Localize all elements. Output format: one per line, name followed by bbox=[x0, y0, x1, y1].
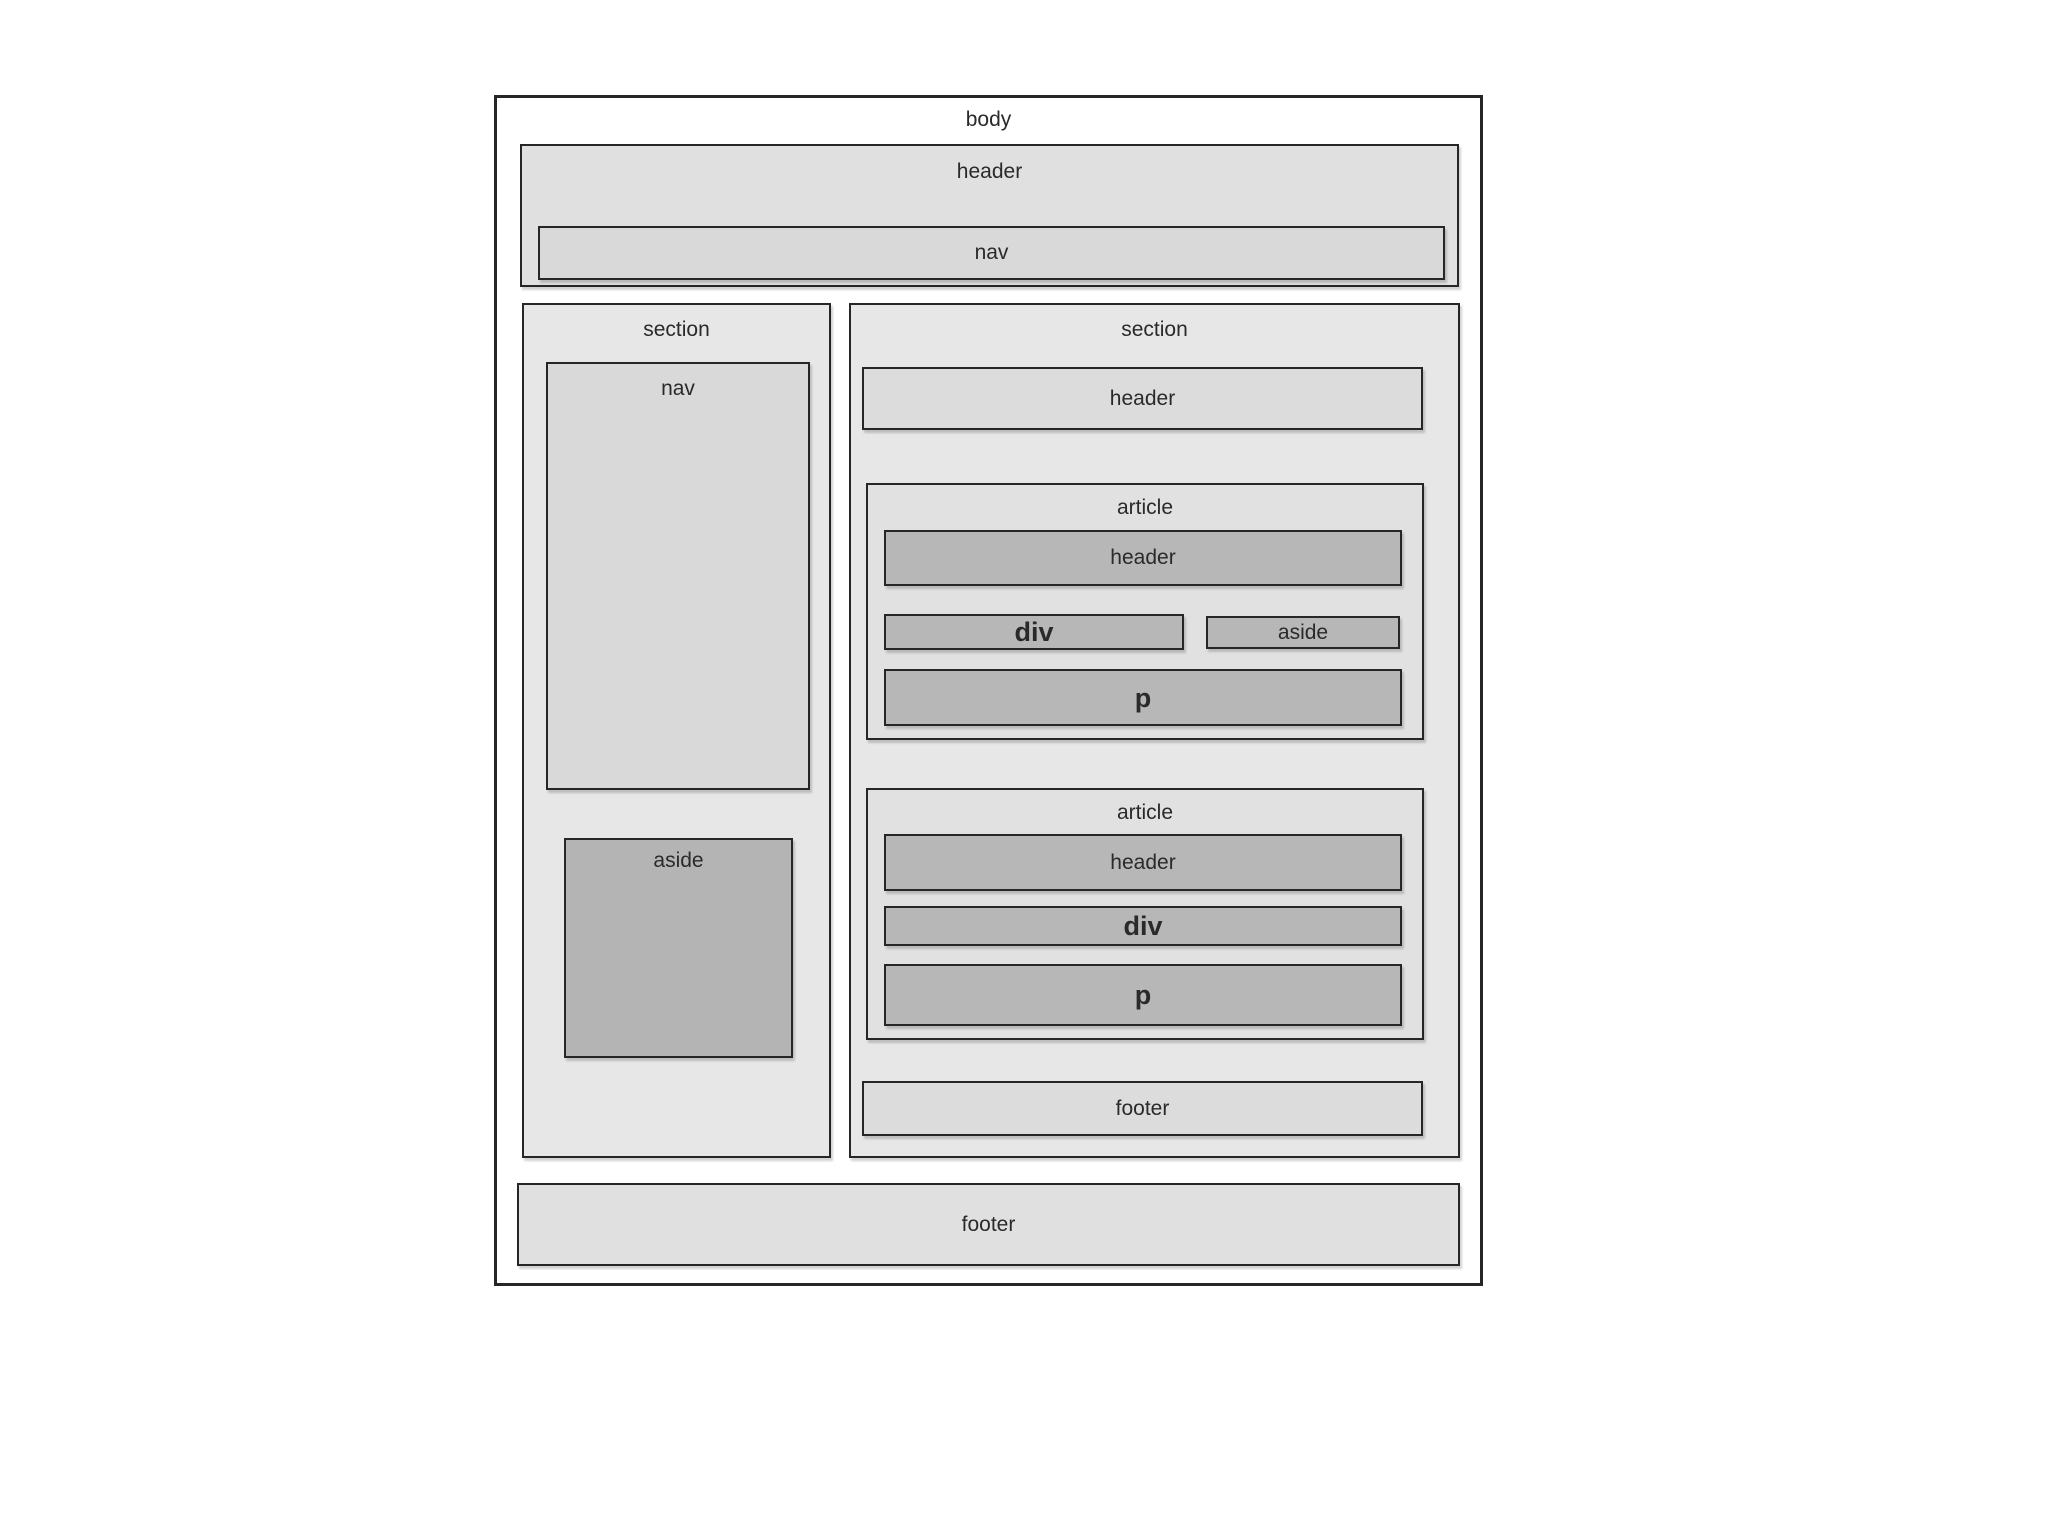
article-1-div-label: div bbox=[1014, 617, 1054, 647]
article-1-label: article bbox=[1116, 496, 1174, 519]
article-1-p-label: p bbox=[1134, 682, 1152, 713]
right-section-header-box: header bbox=[862, 367, 1423, 430]
article-1-aside-box: aside bbox=[1206, 616, 1400, 649]
left-section-label: section bbox=[643, 318, 710, 341]
article-2-p-box: p bbox=[884, 964, 1402, 1026]
left-section-nav-label: nav bbox=[661, 377, 695, 400]
article-1-div-box: div bbox=[884, 614, 1184, 650]
right-section-footer-label: footer bbox=[1115, 1096, 1170, 1120]
page-header-nav-box: nav bbox=[538, 226, 1445, 280]
body-label: body bbox=[965, 108, 1012, 131]
article-1-p-box: p bbox=[884, 669, 1402, 726]
article-2-p-label: p bbox=[1134, 980, 1152, 1010]
article-1-header-box: header bbox=[884, 530, 1402, 586]
article-1-header-label: header bbox=[1110, 546, 1176, 569]
right-section-footer-box: footer bbox=[862, 1081, 1423, 1136]
right-section-label: section bbox=[1121, 318, 1188, 341]
article-2-div-box: div bbox=[884, 906, 1402, 946]
page-footer-box: footer bbox=[517, 1183, 1460, 1266]
page-header-nav-label: nav bbox=[974, 241, 1009, 264]
page-header-label: header bbox=[956, 160, 1023, 183]
left-section-nav-box: nav bbox=[546, 362, 810, 790]
article-2-label: article bbox=[1116, 801, 1174, 824]
page-footer-label: footer bbox=[961, 1212, 1016, 1236]
left-section-aside-box: aside bbox=[564, 838, 793, 1058]
article-2-header-label: header bbox=[1110, 850, 1176, 874]
article-1-aside-label: aside bbox=[1277, 620, 1329, 644]
article-2-header-box: header bbox=[884, 834, 1402, 891]
right-section-header-label: header bbox=[1109, 386, 1176, 410]
article-2-div-label: div bbox=[1123, 911, 1163, 941]
left-section-aside-label: aside bbox=[653, 849, 704, 872]
